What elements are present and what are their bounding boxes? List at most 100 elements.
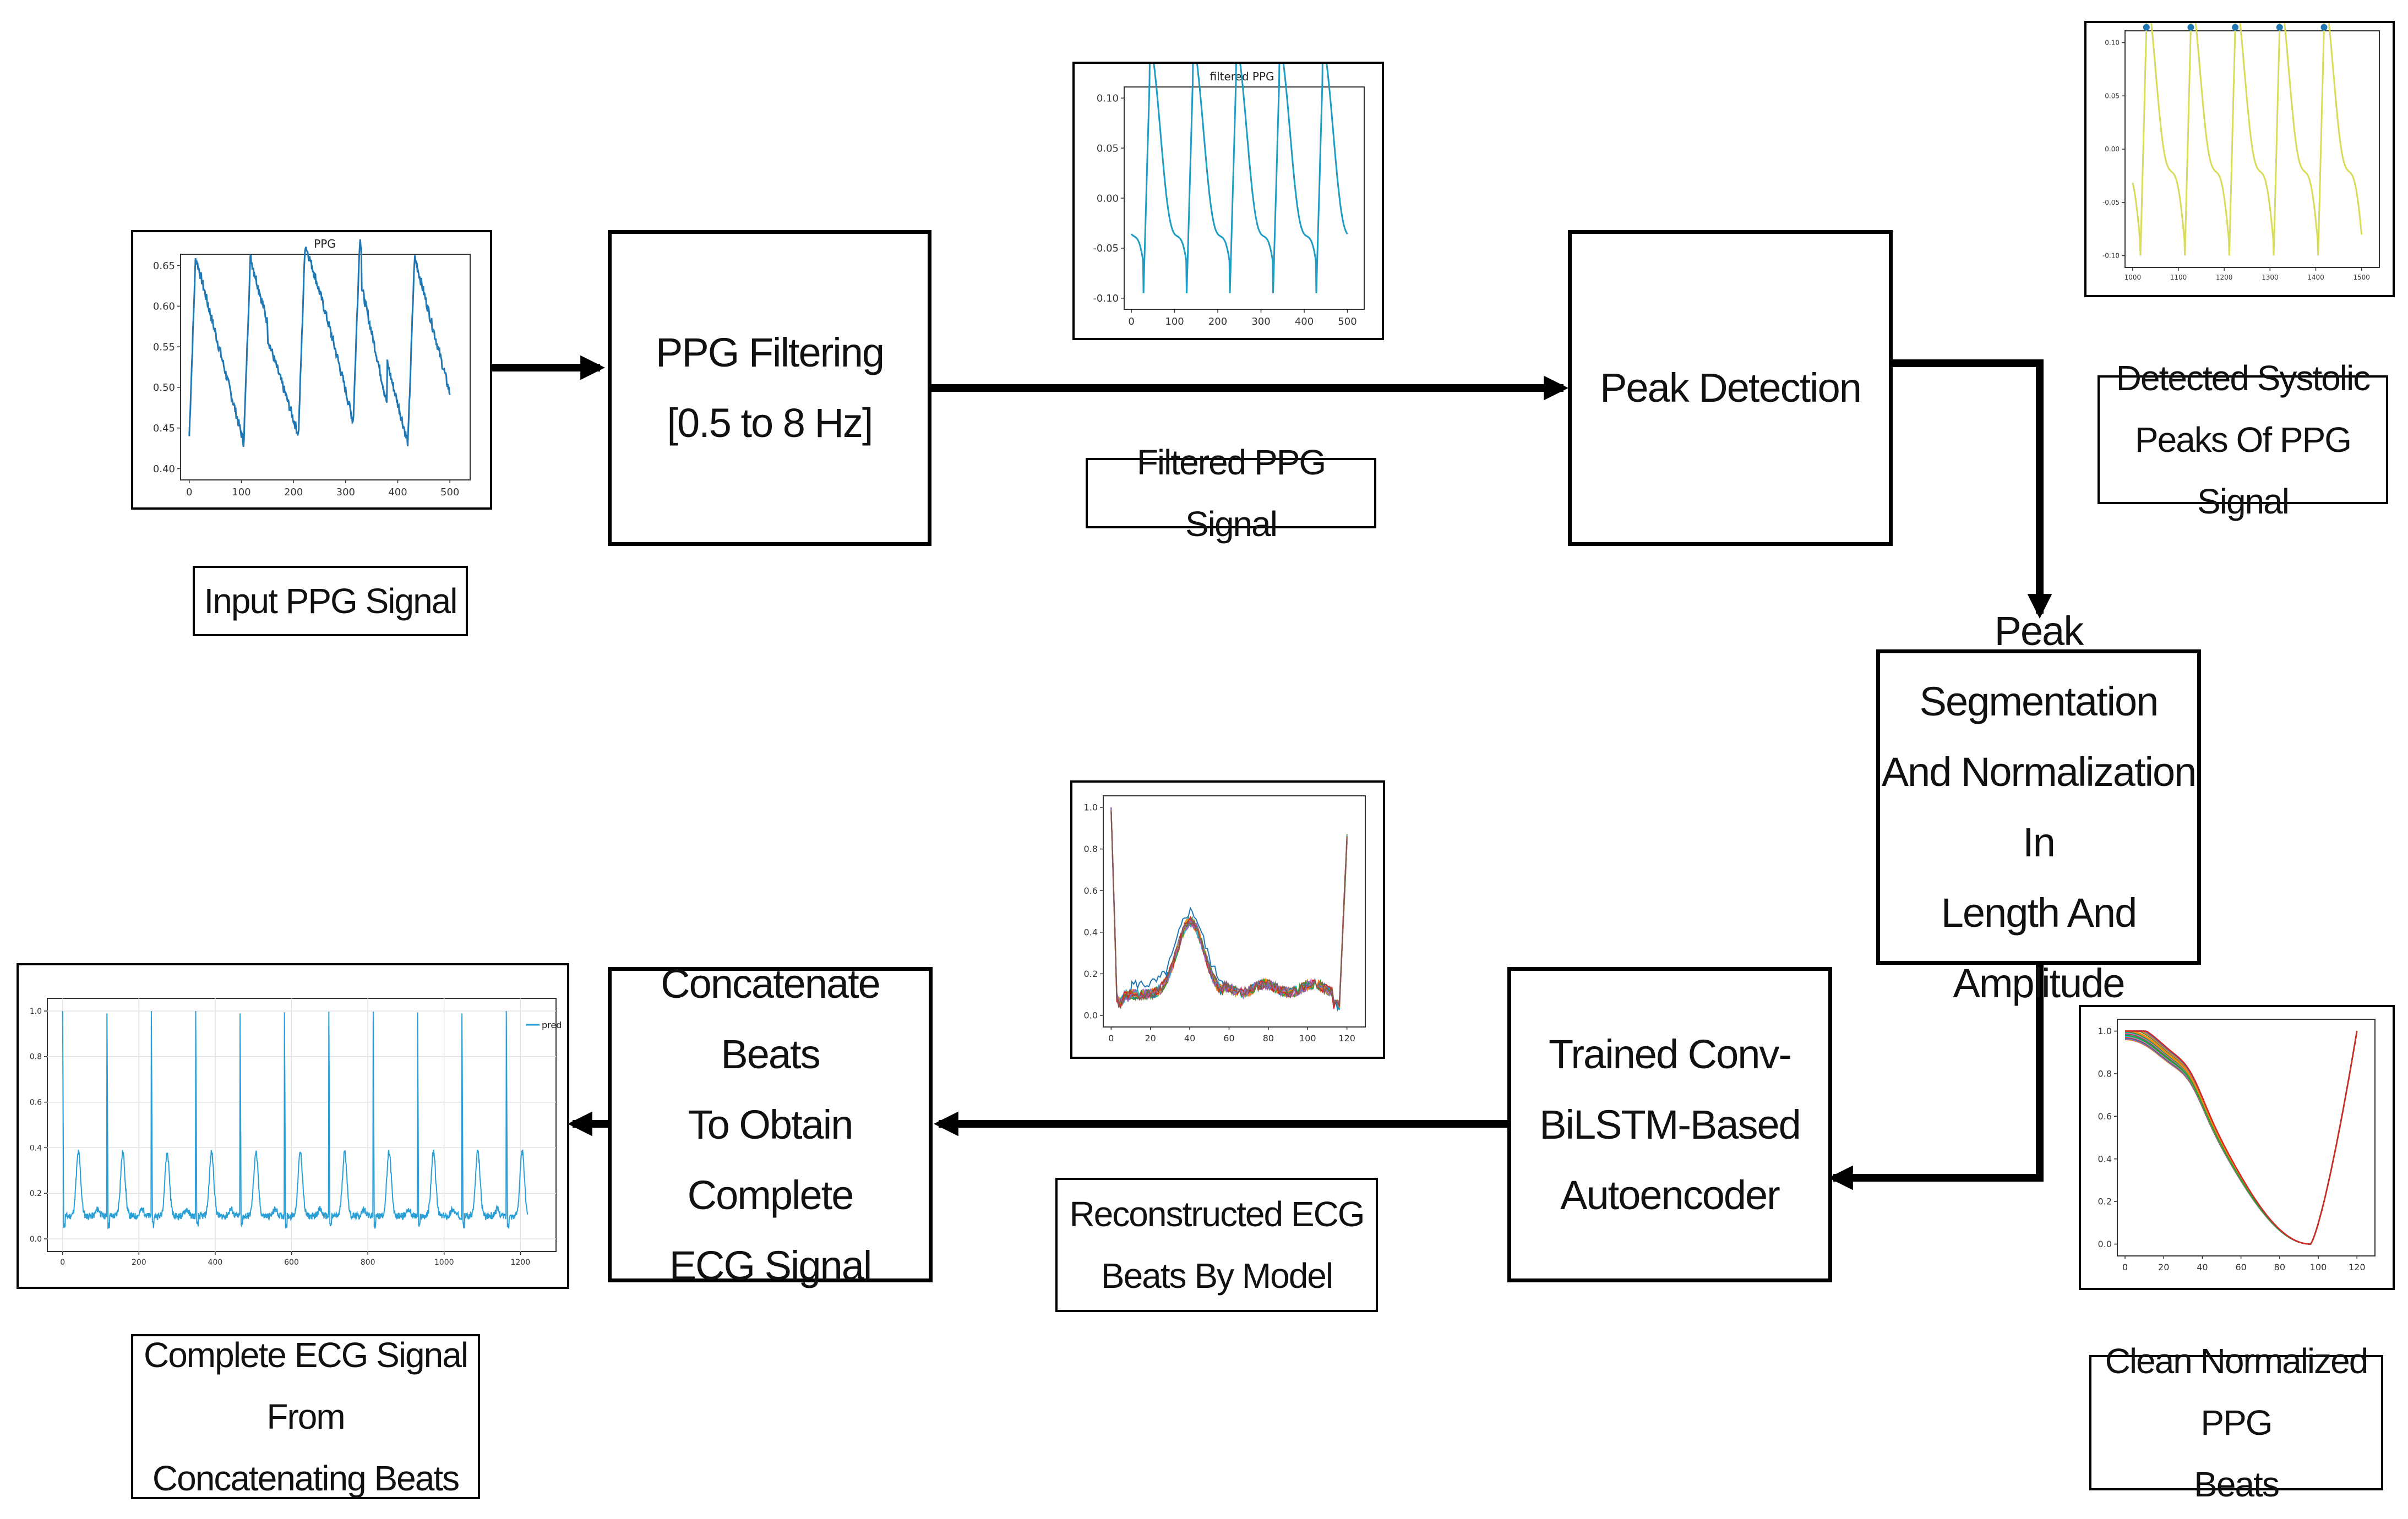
reconstructed-beats-caption-line-2: Beats By Model [1101,1256,1333,1296]
clean-beat-line [2125,1030,2358,1245]
ppg-filtering-line-1: PPG Filtering [655,330,885,375]
y-tick-label: 1.0 [1084,802,1098,813]
filtered-ppg-caption-line-1: Filtered PPG Signal [1136,442,1326,544]
reconstructed-beat-line [1110,810,1348,1007]
clean-beats-caption: Clean Normalized PPG Beats [2089,1341,2383,1504]
clean-beat-line [2125,1030,2358,1245]
clean-beats-series [2124,1030,2358,1245]
y-tick-label: 0.55 [153,341,175,353]
x-tick-label: 300 [1251,316,1270,327]
x-tick-label: 100 [1165,316,1184,327]
clean-beat-line [2125,1030,2358,1245]
y-tick-label: -0.05 [1093,243,1119,254]
clean-beat-line [2124,1031,2358,1245]
x-tick-label: 600 [284,1258,299,1267]
clean-beats-axes [2117,1019,2376,1256]
clean-beats-caption-line-1: Clean Normalized PPG [2105,1341,2369,1442]
systolic-peak-marker [2232,24,2239,31]
y-tick-label: 0.4 [2098,1154,2112,1164]
filtered-ppg-series-line [1130,64,1348,293]
clean-beats-caption-line-2: Beats [2194,1465,2280,1504]
reconstructed-beat-line [1110,808,1348,1006]
clean-beat-line [2124,1031,2358,1245]
peak-segmentation-box: Peak Segmentation And Normalization In L… [1876,608,2201,1006]
arrow-peak-detection-to-segmentation [1893,359,2052,619]
complete-ecg-grid [47,998,556,1252]
systolic-peak-marker [2187,24,2194,31]
y-tick-label: 0.00 [2105,145,2120,153]
complete-ecg-y-ticks: 1.00.80.60.40.20.0 [30,1007,47,1244]
x-tick-label: 120 [2349,1262,2366,1272]
reconstructed-beat-line [1110,812,1348,1009]
systolic-peak-markers [2143,24,2328,31]
y-tick-label: 0.05 [1097,143,1119,154]
x-tick-label: 80 [1263,1033,1274,1043]
clean-beat-line [2124,1031,2358,1245]
systolic-peaks-series-line [2132,23,2363,256]
x-tick-label: 0 [186,487,192,498]
peak-segmentation-line-3: Length And [1941,889,2137,936]
x-tick-label: 100 [1299,1033,1316,1043]
y-tick-label: 0.60 [153,301,175,313]
complete-ecg-legend-label: pred [542,1020,562,1030]
x-tick-label: 800 [361,1258,375,1267]
x-tick-label: 20 [1145,1033,1156,1043]
y-tick-label: 0.45 [153,423,175,434]
x-tick-label: 1400 [2307,274,2324,281]
clean-beat-line [2125,1030,2358,1245]
clean-beat-line [2125,1030,2358,1245]
x-tick-label: 1200 [2216,274,2233,281]
reconstructed-beats-series [1110,807,1348,1012]
x-tick-label: 120 [1338,1033,1355,1043]
clean-beat-line [2124,1031,2358,1245]
clean-beat-line [2124,1031,2358,1245]
clean-beat-line [2125,1030,2358,1245]
autoencoder-line-1: Trained Conv- [1548,1031,1792,1077]
x-tick-label: 0 [2122,1262,2128,1272]
x-tick-label: 200 [132,1258,146,1267]
x-tick-label: 0 [60,1258,65,1267]
systolic-peak-marker [2143,24,2150,31]
concatenate-line-3: ECG Signal [669,1242,873,1288]
x-tick-label: 60 [2235,1262,2246,1272]
clean-beat-line [2124,1031,2358,1245]
filtered-ppg-caption: Filtered PPG Signal [1086,442,1376,544]
complete-ecg-axes [47,998,557,1252]
clean-beat-line [2125,1030,2358,1245]
x-tick-label: 1100 [2170,274,2187,281]
reconstructed-beats-y-ticks: 1.00.80.60.40.20.0 [1084,802,1103,1021]
x-tick-label: 400 [388,487,407,498]
reconstructed-beats-caption-line-1: Reconstructed ECG [1069,1194,1365,1234]
concatenate-box: Concatenate Beats To Obtain Complete ECG… [608,961,933,1288]
reconstructed-beat-line [1110,807,1348,1008]
systolic-peak-marker [2276,24,2283,31]
x-tick-label: 300 [336,487,355,498]
reconstructed-beat-line [1110,807,1348,1010]
y-tick-label: 0.0 [1084,1010,1098,1021]
y-tick-label: 0.2 [1084,969,1098,979]
complete-ecg-caption-line-2: Concatenating Beats [152,1458,460,1498]
clean-beat-line [2124,1031,2358,1245]
ppg-filtering-box: PPG Filtering [0.5 to 8 Hz] [608,230,931,546]
reconstructed-beat-line [1110,807,1348,1010]
x-tick-label: 200 [284,487,303,498]
reconstructed-beat-line [1110,807,1348,1006]
arrow-segmentation-to-autoencoder [1828,965,2044,1190]
x-tick-label: 40 [1184,1033,1195,1043]
y-tick-label: -0.05 [2102,199,2120,206]
x-tick-label: 40 [2197,1262,2208,1272]
x-tick-label: 1500 [2353,274,2370,281]
x-tick-label: 100 [2310,1262,2327,1272]
reconstructed-beat-line [1110,811,1348,1009]
input-ppg-series-line [188,239,451,447]
y-tick-label: 0.00 [1097,193,1119,204]
